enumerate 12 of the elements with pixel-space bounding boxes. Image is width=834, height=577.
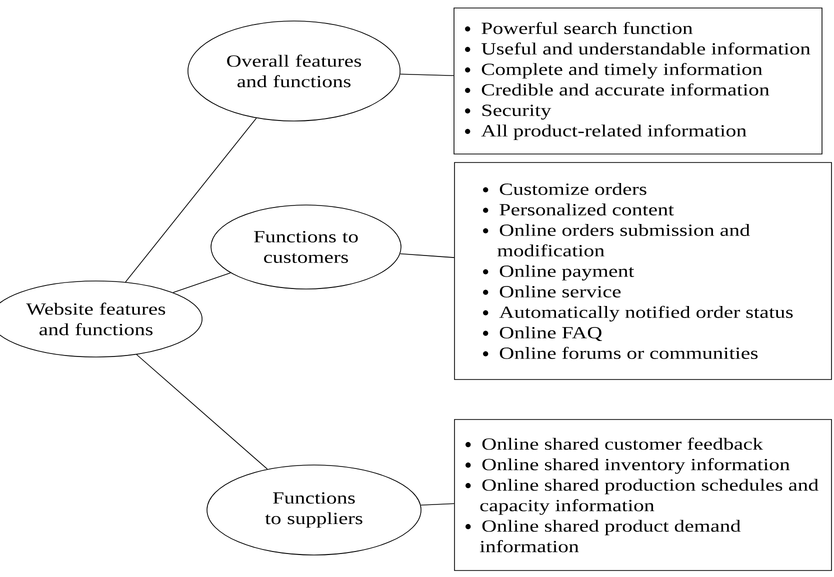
ellipse-node: Functions to customers — [210, 204, 402, 290]
connector-line — [172, 272, 231, 293]
list-box: Powerful search function Useful and understandable information Complete and timely information Credible and accurate information Security All product-related information — [454, 8, 822, 154]
ellipse-node: Overall features and functions — [188, 20, 400, 122]
ellipse-node: Functions to suppliers — [206, 464, 422, 556]
list-box: Customize orders Personalized content Online orders submission and modification Online payment Online service Automatically notified order status Online FAQ Online forums or communities — [454, 162, 832, 380]
connector-line — [420, 503, 454, 506]
list-box: Online shared customer feedback Online shared inventory information Online shared production schedules and capacity information Online shared product demand information — [454, 419, 832, 571]
connector-line — [125, 118, 257, 282]
connector-line — [400, 74, 454, 76]
connector-line — [400, 253, 454, 258]
connector-line — [136, 354, 268, 470]
